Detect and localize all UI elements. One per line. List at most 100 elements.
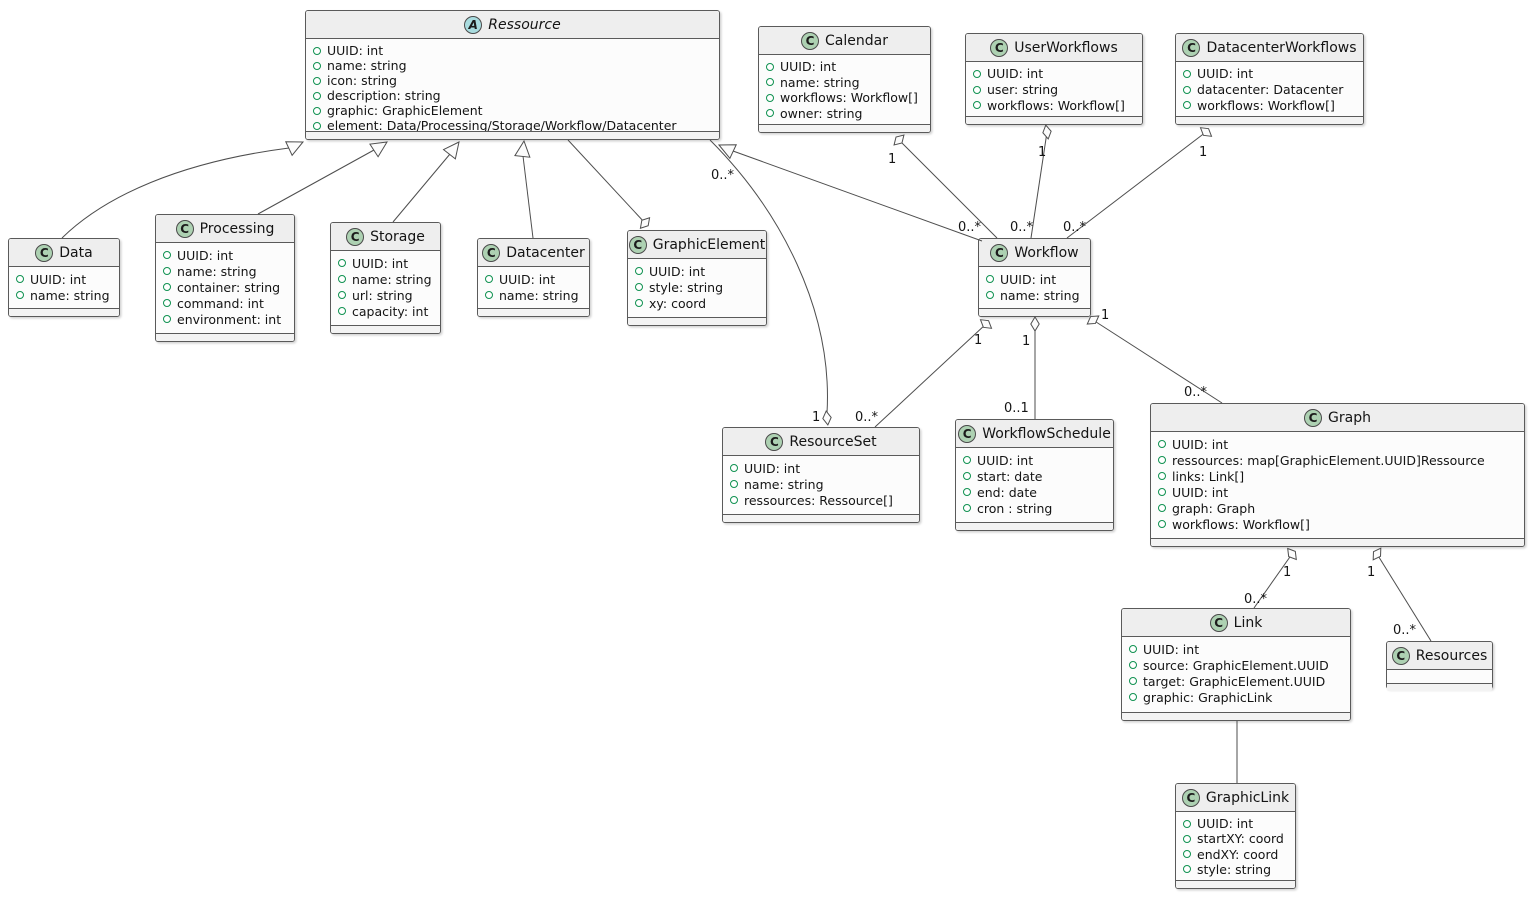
field-visibility-icon — [163, 299, 171, 307]
class-attribute: graphic: GraphicLink — [1129, 689, 1343, 705]
field-visibility-icon — [1183, 865, 1191, 874]
class-title: C Storage — [331, 223, 440, 251]
class-attribute: command: int — [163, 295, 287, 311]
class-methods-compartment — [628, 317, 766, 325]
field-visibility-icon — [963, 456, 971, 464]
field-visibility-icon — [1183, 85, 1191, 94]
field-visibility-icon — [973, 69, 981, 78]
multiplicity-label: 1 — [1101, 308, 1109, 323]
class-title: C Calendar — [759, 27, 930, 55]
class-methods-compartment — [979, 308, 1090, 316]
multiplicity-label: 0..* — [1184, 385, 1208, 400]
class-attribute: xy: coord — [635, 295, 759, 311]
field-visibility-icon — [16, 291, 24, 299]
field-visibility-icon — [973, 101, 981, 110]
class-attribute: UUID: int — [313, 43, 712, 58]
class-name: Data — [59, 244, 93, 261]
class-name: Link — [1233, 614, 1263, 631]
field-visibility-icon — [1129, 693, 1137, 701]
field-visibility-icon — [766, 93, 774, 102]
class-attribute: name: string — [730, 476, 912, 492]
field-visibility-icon — [730, 496, 738, 504]
class-attribute: name: string — [485, 287, 582, 303]
field-visibility-icon — [1129, 661, 1137, 669]
field-visibility-icon — [1183, 834, 1191, 843]
class-attribute: links: Link[] — [1158, 468, 1517, 484]
generalization-arrow-icon — [442, 141, 460, 160]
multiplicity-label: 1 — [812, 410, 820, 425]
class-attribute: workflows: Workflow[] — [1183, 97, 1356, 113]
class-name: GraphicElement — [652, 236, 766, 253]
class-icon: C — [628, 235, 647, 254]
class-methods-compartment — [156, 333, 294, 341]
field-visibility-icon — [1158, 472, 1166, 480]
class-title: C Data — [9, 239, 119, 267]
class-attribute: graphic: GraphicElement — [313, 103, 712, 118]
field-visibility-icon — [635, 283, 643, 291]
class-attribute: UUID: int — [485, 271, 582, 287]
class-methods-compartment — [306, 131, 719, 139]
class-attribute: UUID: int — [730, 460, 912, 476]
class-icon: C — [346, 227, 365, 246]
class-attribute: cron : string — [963, 500, 1106, 516]
class-attribute: name: string — [986, 287, 1083, 303]
field-visibility-icon — [1158, 504, 1166, 512]
class-methods-compartment — [9, 308, 119, 316]
class-methods-compartment — [723, 514, 919, 522]
class-icon: C — [1181, 788, 1200, 807]
class-attribute: environment: int — [163, 311, 287, 327]
class-title: C Datacenter — [478, 239, 589, 267]
class-attribute: source: GraphicElement.UUID — [1129, 657, 1343, 673]
multiplicity-label: 0..* — [1244, 592, 1268, 607]
class-name: Processing — [199, 220, 275, 237]
multiplicity-label: 0..* — [711, 168, 735, 183]
field-visibility-icon — [1183, 850, 1191, 859]
edge-workflow-graph: 1 0..* — [1086, 308, 1223, 404]
class-icon: C — [175, 219, 194, 238]
field-visibility-icon — [313, 46, 321, 55]
field-visibility-icon — [1158, 520, 1166, 528]
class-name: UserWorkflows — [1014, 39, 1118, 56]
generalization-arrow-icon — [284, 141, 305, 157]
aggregation-diamond-icon — [822, 410, 832, 426]
field-visibility-icon — [163, 251, 171, 259]
class-attribute: UUID: int — [1158, 484, 1517, 500]
aggregation-diamond-icon — [979, 319, 993, 329]
class-name: Datacenter — [506, 244, 585, 261]
class-methods-compartment — [331, 325, 440, 333]
field-visibility-icon — [1183, 101, 1191, 110]
class-title: C Link — [1122, 609, 1350, 637]
class-icon: C — [990, 243, 1009, 262]
class-attribute: UUID: int — [635, 263, 759, 279]
class-attribute: UUID: int — [963, 452, 1106, 468]
field-visibility-icon — [16, 275, 24, 283]
field-visibility-icon — [485, 291, 493, 299]
field-visibility-icon — [313, 121, 321, 130]
abstract-class-icon: A — [464, 15, 483, 34]
multiplicity-label: 1 — [888, 152, 896, 167]
field-visibility-icon — [163, 283, 171, 291]
class-attribute: UUID: int — [1158, 436, 1517, 452]
class-attribute: ressources: map[GraphicElement.UUID]Ress… — [1158, 452, 1517, 468]
class-attribute: user: string — [973, 82, 1135, 98]
multiplicity-label: 0..* — [958, 220, 982, 235]
field-visibility-icon — [766, 78, 774, 87]
edge-workflow-workflowschedule: 1 0..1 — [1004, 316, 1040, 419]
class-attribute: UUID: int — [766, 59, 923, 75]
